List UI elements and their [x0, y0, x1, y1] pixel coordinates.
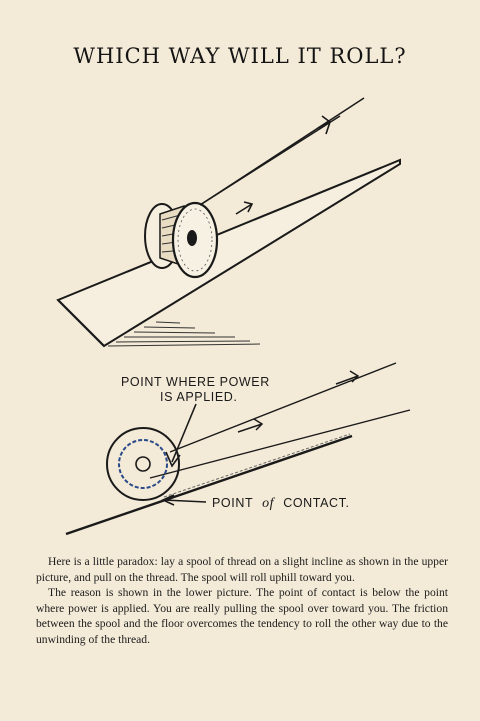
paragraph-2: The reason is shown in the lower picture… — [36, 586, 448, 646]
thread-line-lower — [199, 115, 341, 206]
incline-line — [65, 434, 353, 536]
incline-shading — [163, 433, 351, 498]
board-front-edge — [57, 299, 105, 347]
thread-arrow-icon — [235, 201, 254, 215]
contact-label-post: CONTACT. — [283, 496, 349, 510]
contact-label-pre: POINT — [212, 496, 253, 510]
spool-inner-circle — [118, 439, 168, 489]
explanation-text: Here is a little paradox: lay a spool of… — [36, 554, 448, 647]
contact-point-arrowhead-icon — [161, 494, 175, 506]
board-shadow — [107, 321, 261, 347]
contact-label-of: of — [262, 496, 276, 511]
page-title: WHICH WAY WILL IT ROLL? — [73, 44, 407, 68]
upper-figure — [56, 97, 401, 348]
thread-line-upper — [169, 362, 397, 453]
spool-hole — [187, 230, 197, 246]
paragraph-1: Here is a little paradox: lay a spool of… — [36, 555, 448, 584]
lower-figure: POINT WHERE POWER IS APPLIED. POINT of C… — [65, 362, 411, 536]
spool-front-shading — [177, 208, 213, 272]
thread-line — [149, 409, 411, 479]
contact-label: POINT of CONTACT. — [212, 496, 350, 511]
power-point-arrow-icon — [171, 403, 197, 463]
power-label-line1: POINT WHERE POWER — [121, 375, 270, 389]
pull-arrow-icon — [237, 418, 264, 433]
thread-arrow-icon — [317, 115, 331, 135]
power-point-arrowhead-icon — [165, 451, 181, 468]
contact-point-arrow-icon — [163, 499, 207, 503]
spool-hole — [135, 456, 151, 472]
spool-outer-circle — [106, 427, 180, 501]
power-label-line2: IS APPLIED. — [160, 390, 237, 404]
pull-arrow-icon — [335, 370, 360, 385]
